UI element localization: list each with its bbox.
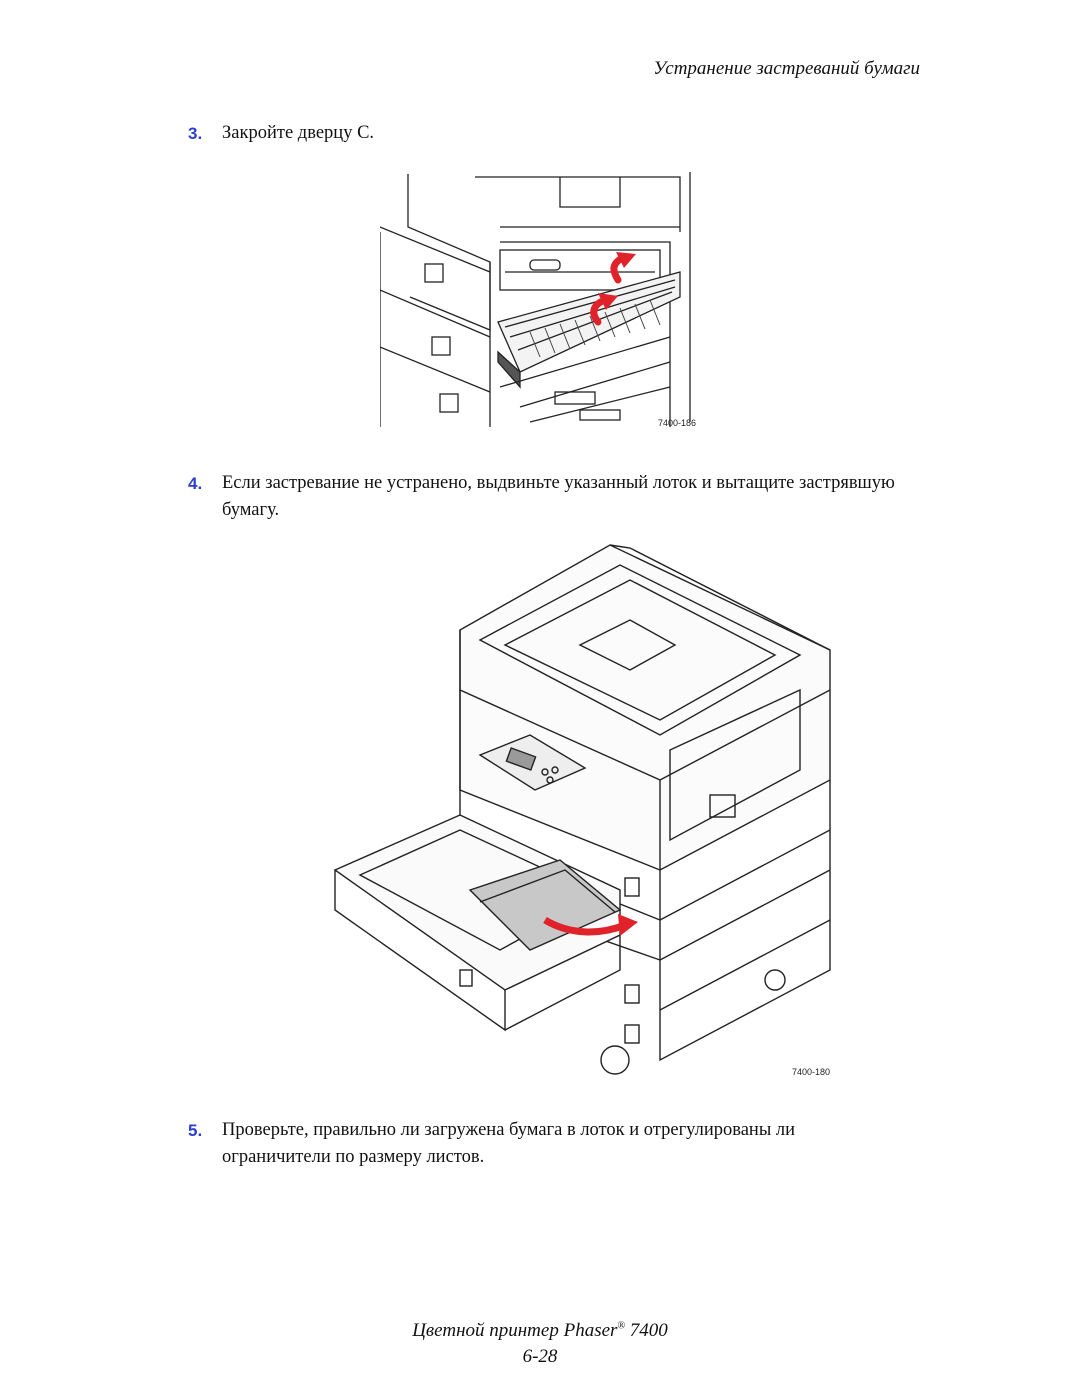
registered-mark: ® bbox=[617, 1320, 626, 1332]
step-text: Если застревание не устранено, выдвиньте… bbox=[222, 473, 895, 520]
step-number: 5. bbox=[188, 1121, 203, 1140]
figure-code-label: 7400-180 bbox=[792, 1067, 831, 1077]
step-number: 3. bbox=[188, 124, 203, 143]
footer-model: 7400 bbox=[629, 1320, 668, 1341]
step-number: 4. bbox=[188, 474, 203, 493]
figure-code-label: 7400-186 bbox=[658, 418, 697, 428]
step-text: Закройте дверцу C. bbox=[222, 123, 375, 143]
printer-tray-figure bbox=[333, 544, 831, 1075]
section-header: Устранение застреваний бумаги bbox=[653, 58, 920, 79]
printer-tray-illustration: 7400-180 bbox=[330, 540, 840, 1085]
step-4: 4. Если застревание не устранено, выдвин… bbox=[188, 470, 902, 524]
footer-product: Цветной принтер Phaser® 7400 bbox=[0, 1320, 1080, 1342]
footer-product-name: Цветной принтер Phaser bbox=[412, 1320, 618, 1341]
printer-door-figure bbox=[379, 172, 691, 427]
page-number: 6-28 bbox=[522, 1346, 558, 1367]
door-c-illustration: 7400-186 bbox=[379, 172, 700, 430]
step-3: 3. Закройте дверцу C. bbox=[188, 120, 902, 147]
step-5: 5. Проверьте, правильно ли загружена бум… bbox=[188, 1117, 902, 1171]
step-text: Проверьте, правильно ли загружена бумага… bbox=[222, 1120, 796, 1167]
